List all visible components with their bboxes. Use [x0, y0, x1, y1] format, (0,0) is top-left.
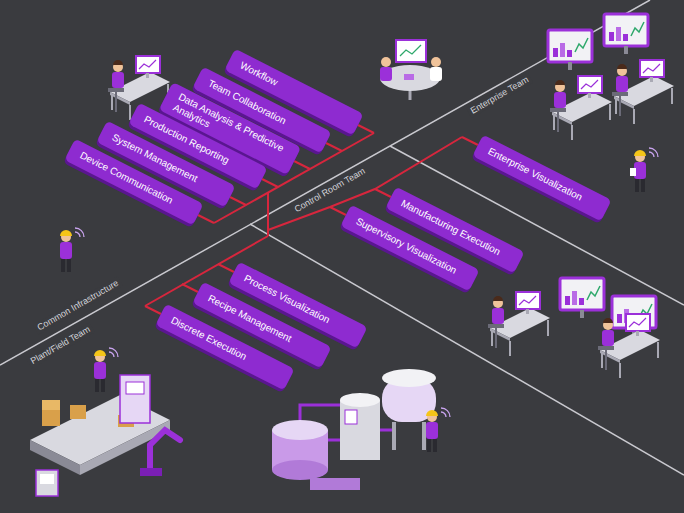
- conveyor-machine: [30, 375, 180, 496]
- meeting-table: [380, 40, 442, 100]
- process-tanks: [272, 369, 436, 490]
- region-label: Enterprise Team: [466, 72, 533, 117]
- region-label: Common Infrastructure: [33, 276, 123, 334]
- module-name: Enterprise Visualization: [486, 146, 584, 204]
- module-name: Workflow: [238, 60, 280, 89]
- module-box: Enterprise Visualization: [472, 135, 611, 222]
